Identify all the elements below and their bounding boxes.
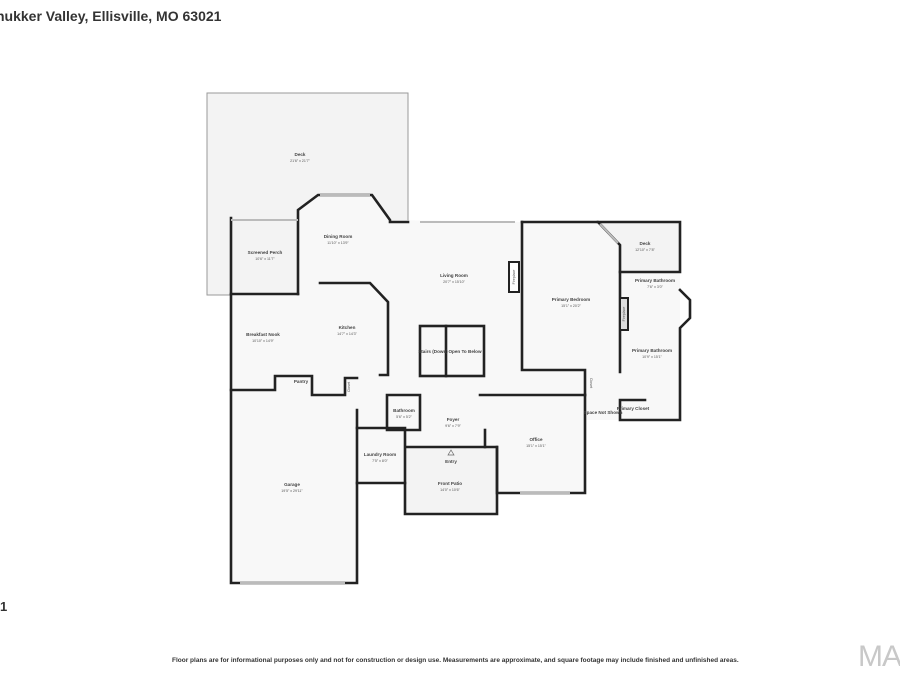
room-dims: 10'10" x 14'9" — [252, 339, 274, 343]
room-name: Fireplace — [512, 270, 516, 285]
fireplace-living — [508, 261, 520, 293]
fireplace-bedroom — [619, 297, 629, 331]
room-name: Closet — [347, 382, 351, 392]
room-name: Living Room — [440, 273, 468, 278]
room-name: Dining Room — [324, 234, 353, 239]
room-name: Bathroom — [393, 408, 415, 413]
page-number: 1 — [0, 599, 8, 614]
room-name: Primary Bathroom — [632, 348, 672, 353]
room-dims: 20'7" x 15'10" — [443, 280, 465, 284]
walls — [229, 193, 692, 585]
room-dims: 7'5" x 8'0" — [372, 459, 388, 463]
room-dims: 10'6" x 11'7" — [255, 257, 275, 261]
room-name: Office — [529, 437, 542, 442]
room-name: Garage — [284, 482, 300, 487]
room-name: Primary Bedroom — [552, 297, 591, 302]
listing-address-title: hukker Valley, Ellisville, MO 63021 — [0, 8, 222, 24]
room-name: Space Not Shown — [584, 410, 623, 415]
room-labels: Deck 21'6" x 21'7" Screened Perch 10'6" … — [246, 152, 675, 493]
interior-area — [231, 195, 680, 583]
room-name: Fireplace — [622, 307, 626, 322]
room-dims: 15'1" x 20'2" — [561, 304, 581, 308]
room-name: Front Patio — [438, 481, 462, 486]
room-name: Stairs (Down) — [418, 349, 448, 354]
room-name: Closet — [589, 378, 593, 388]
room-dims: 11'10" x 13'9" — [327, 241, 349, 245]
room-dims: 15'1" x 15'1" — [526, 444, 546, 448]
room-name: Screened Perch — [248, 250, 283, 255]
disclaimer-text: Floor plans are for informational purpos… — [172, 657, 739, 664]
screened-porch-area — [231, 218, 298, 294]
room-dims: 21'6" x 21'7" — [290, 159, 310, 163]
room-name: Primary Bathroom — [635, 278, 675, 283]
room-dims: 12'10" x 7'8" — [635, 248, 655, 252]
room-name: Deck — [640, 241, 651, 246]
room-dims: 14'7" x 14'3" — [337, 332, 357, 336]
room-name: Entry — [445, 459, 457, 464]
room-name: Foyer — [447, 417, 460, 422]
room-dims: 19'5" x 29'11" — [281, 489, 303, 493]
room-dims: 10'9" x 15'1" — [642, 355, 662, 359]
brand-logo: MA — [858, 640, 900, 673]
entry-arrow-icon — [447, 449, 455, 456]
room-name: Open To Below — [448, 349, 482, 354]
room-dims: 14'0" x 10'6" — [440, 488, 460, 492]
room-name: Deck — [295, 152, 306, 157]
room-dims: 7'6" x 3'0" — [647, 285, 663, 289]
room-name: Kitchen — [339, 325, 356, 330]
room-name: Pantry — [294, 379, 309, 384]
room-name: Primary Closet — [617, 406, 650, 411]
front-patio-area — [405, 447, 497, 514]
room-name: Breakfast Nook — [246, 332, 280, 337]
room-dims: 9'6" x 7'9" — [445, 424, 461, 428]
room-name: Laundry Room — [364, 452, 396, 457]
room-dims: 5'6" x 5'2" — [396, 415, 412, 419]
